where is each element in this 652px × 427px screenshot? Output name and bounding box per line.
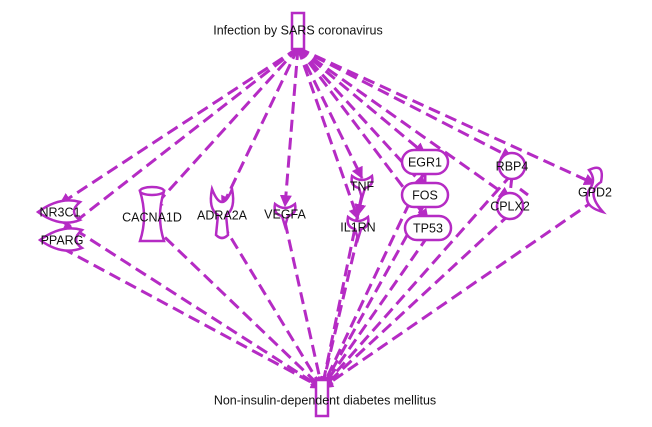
node-EGR1[interactable]: EGR1 — [400, 148, 450, 176]
TP53-shape-icon — [403, 214, 453, 242]
node-RBP4[interactable]: RBP4 — [496, 151, 529, 181]
bottom-node-marker[interactable] — [314, 378, 330, 418]
edge-sars-to-IL1RN[interactable] — [296, 47, 361, 221]
node-CPLX2[interactable]: CPLX2 — [490, 191, 530, 221]
edge-sars-to-VEGFA[interactable] — [279, 47, 300, 208]
node-label: FOS — [412, 188, 438, 202]
edge-sars-to-EGR1[interactable] — [297, 46, 426, 156]
edge-ADRA2A-to-t2d[interactable] — [220, 222, 324, 390]
node-label: VEGFA — [264, 207, 306, 221]
node-label: GPD2 — [578, 185, 612, 199]
node-VEGFA[interactable]: VEGFA — [264, 201, 306, 231]
top-node-label: Infection by SARS coronavirus — [213, 23, 383, 37]
edge-sars-to-PPARG[interactable] — [61, 46, 299, 234]
node-label: EGR1 — [408, 155, 442, 169]
EGR1-shape-icon — [400, 148, 450, 176]
node-FOS[interactable]: FOS — [400, 181, 450, 209]
edge-TP53-to-t2d[interactable] — [320, 235, 430, 389]
edge-IL1RN-to-t2d[interactable] — [318, 234, 360, 390]
node-label: ADRA2A — [197, 208, 248, 222]
node-ADRA2A[interactable]: ADRA2A — [197, 184, 248, 240]
edge-CACNA1D-to-t2d[interactable] — [150, 223, 324, 390]
CPLX2-shape-icon — [495, 191, 525, 221]
NR3C1-shape-icon — [35, 199, 83, 224]
channel-top — [138, 185, 166, 197]
inhibition-bar — [519, 187, 529, 197]
node-label: CPLX2 — [490, 199, 530, 213]
node-label: IL1RN — [340, 220, 375, 234]
edge-sars-to-RBP4[interactable] — [297, 46, 514, 160]
edge-TNF-to-t2d[interactable] — [318, 193, 364, 390]
node-TNF[interactable]: TNF — [350, 173, 375, 203]
FOS-shape-icon — [400, 181, 450, 209]
CACNA1D-shape-icon — [138, 189, 166, 243]
GPD2-shape-icon — [585, 166, 607, 215]
IL1RN-shape-icon — [346, 214, 370, 244]
TNF-shape-icon — [350, 173, 374, 203]
edge-CPLX2-to-t2d[interactable] — [320, 212, 512, 390]
node-NR3C1[interactable]: NR3C1 — [35, 199, 83, 224]
edge-RBP4-to-t2d[interactable] — [320, 173, 514, 389]
edge-sars-to-ADRA2A[interactable] — [220, 47, 300, 209]
edge-NR3C1-to-t2d[interactable] — [59, 218, 324, 390]
edge-sars-to-NR3C1[interactable] — [58, 46, 299, 206]
edge-sars-to-GPD2[interactable] — [297, 46, 597, 186]
node-GPD2[interactable]: GPD2 — [578, 166, 612, 215]
node-label: TNF — [350, 179, 375, 193]
edge-GPD2-to-t2d[interactable] — [321, 198, 596, 390]
edge-sars-to-CACNA1D[interactable] — [150, 46, 300, 211]
bottom-node-label: Non-insulin-dependent diabetes mellitus — [214, 393, 436, 407]
top-node-marker[interactable] — [290, 11, 306, 51]
edge-PPARG-to-t2d[interactable] — [61, 246, 324, 390]
edge-VEGFA-to-t2d[interactable] — [283, 221, 326, 390]
node-label: CACNA1D — [122, 210, 182, 224]
node-label: RBP4 — [496, 159, 529, 173]
edge-sars-to-TNF[interactable] — [296, 47, 364, 180]
RBP4-shape-icon — [497, 151, 527, 181]
node-label: PPARG — [41, 233, 84, 247]
edge-sars-to-CPLX2[interactable] — [297, 46, 511, 200]
node-CACNA1D[interactable]: CACNA1D — [122, 185, 182, 243]
node-TP53[interactable]: TP53 — [403, 214, 453, 242]
edge-sars-to-FOS[interactable] — [296, 46, 427, 189]
node-label: NR3C1 — [40, 205, 81, 219]
node-PPARG[interactable]: PPARG — [37, 227, 85, 252]
node-IL1RN[interactable]: IL1RN — [340, 214, 376, 244]
ADRA2A-shape-icon — [209, 184, 235, 240]
PPARG-shape-icon — [37, 227, 85, 252]
VEGFA-shape-icon — [273, 201, 297, 231]
node-label: TP53 — [413, 221, 443, 235]
